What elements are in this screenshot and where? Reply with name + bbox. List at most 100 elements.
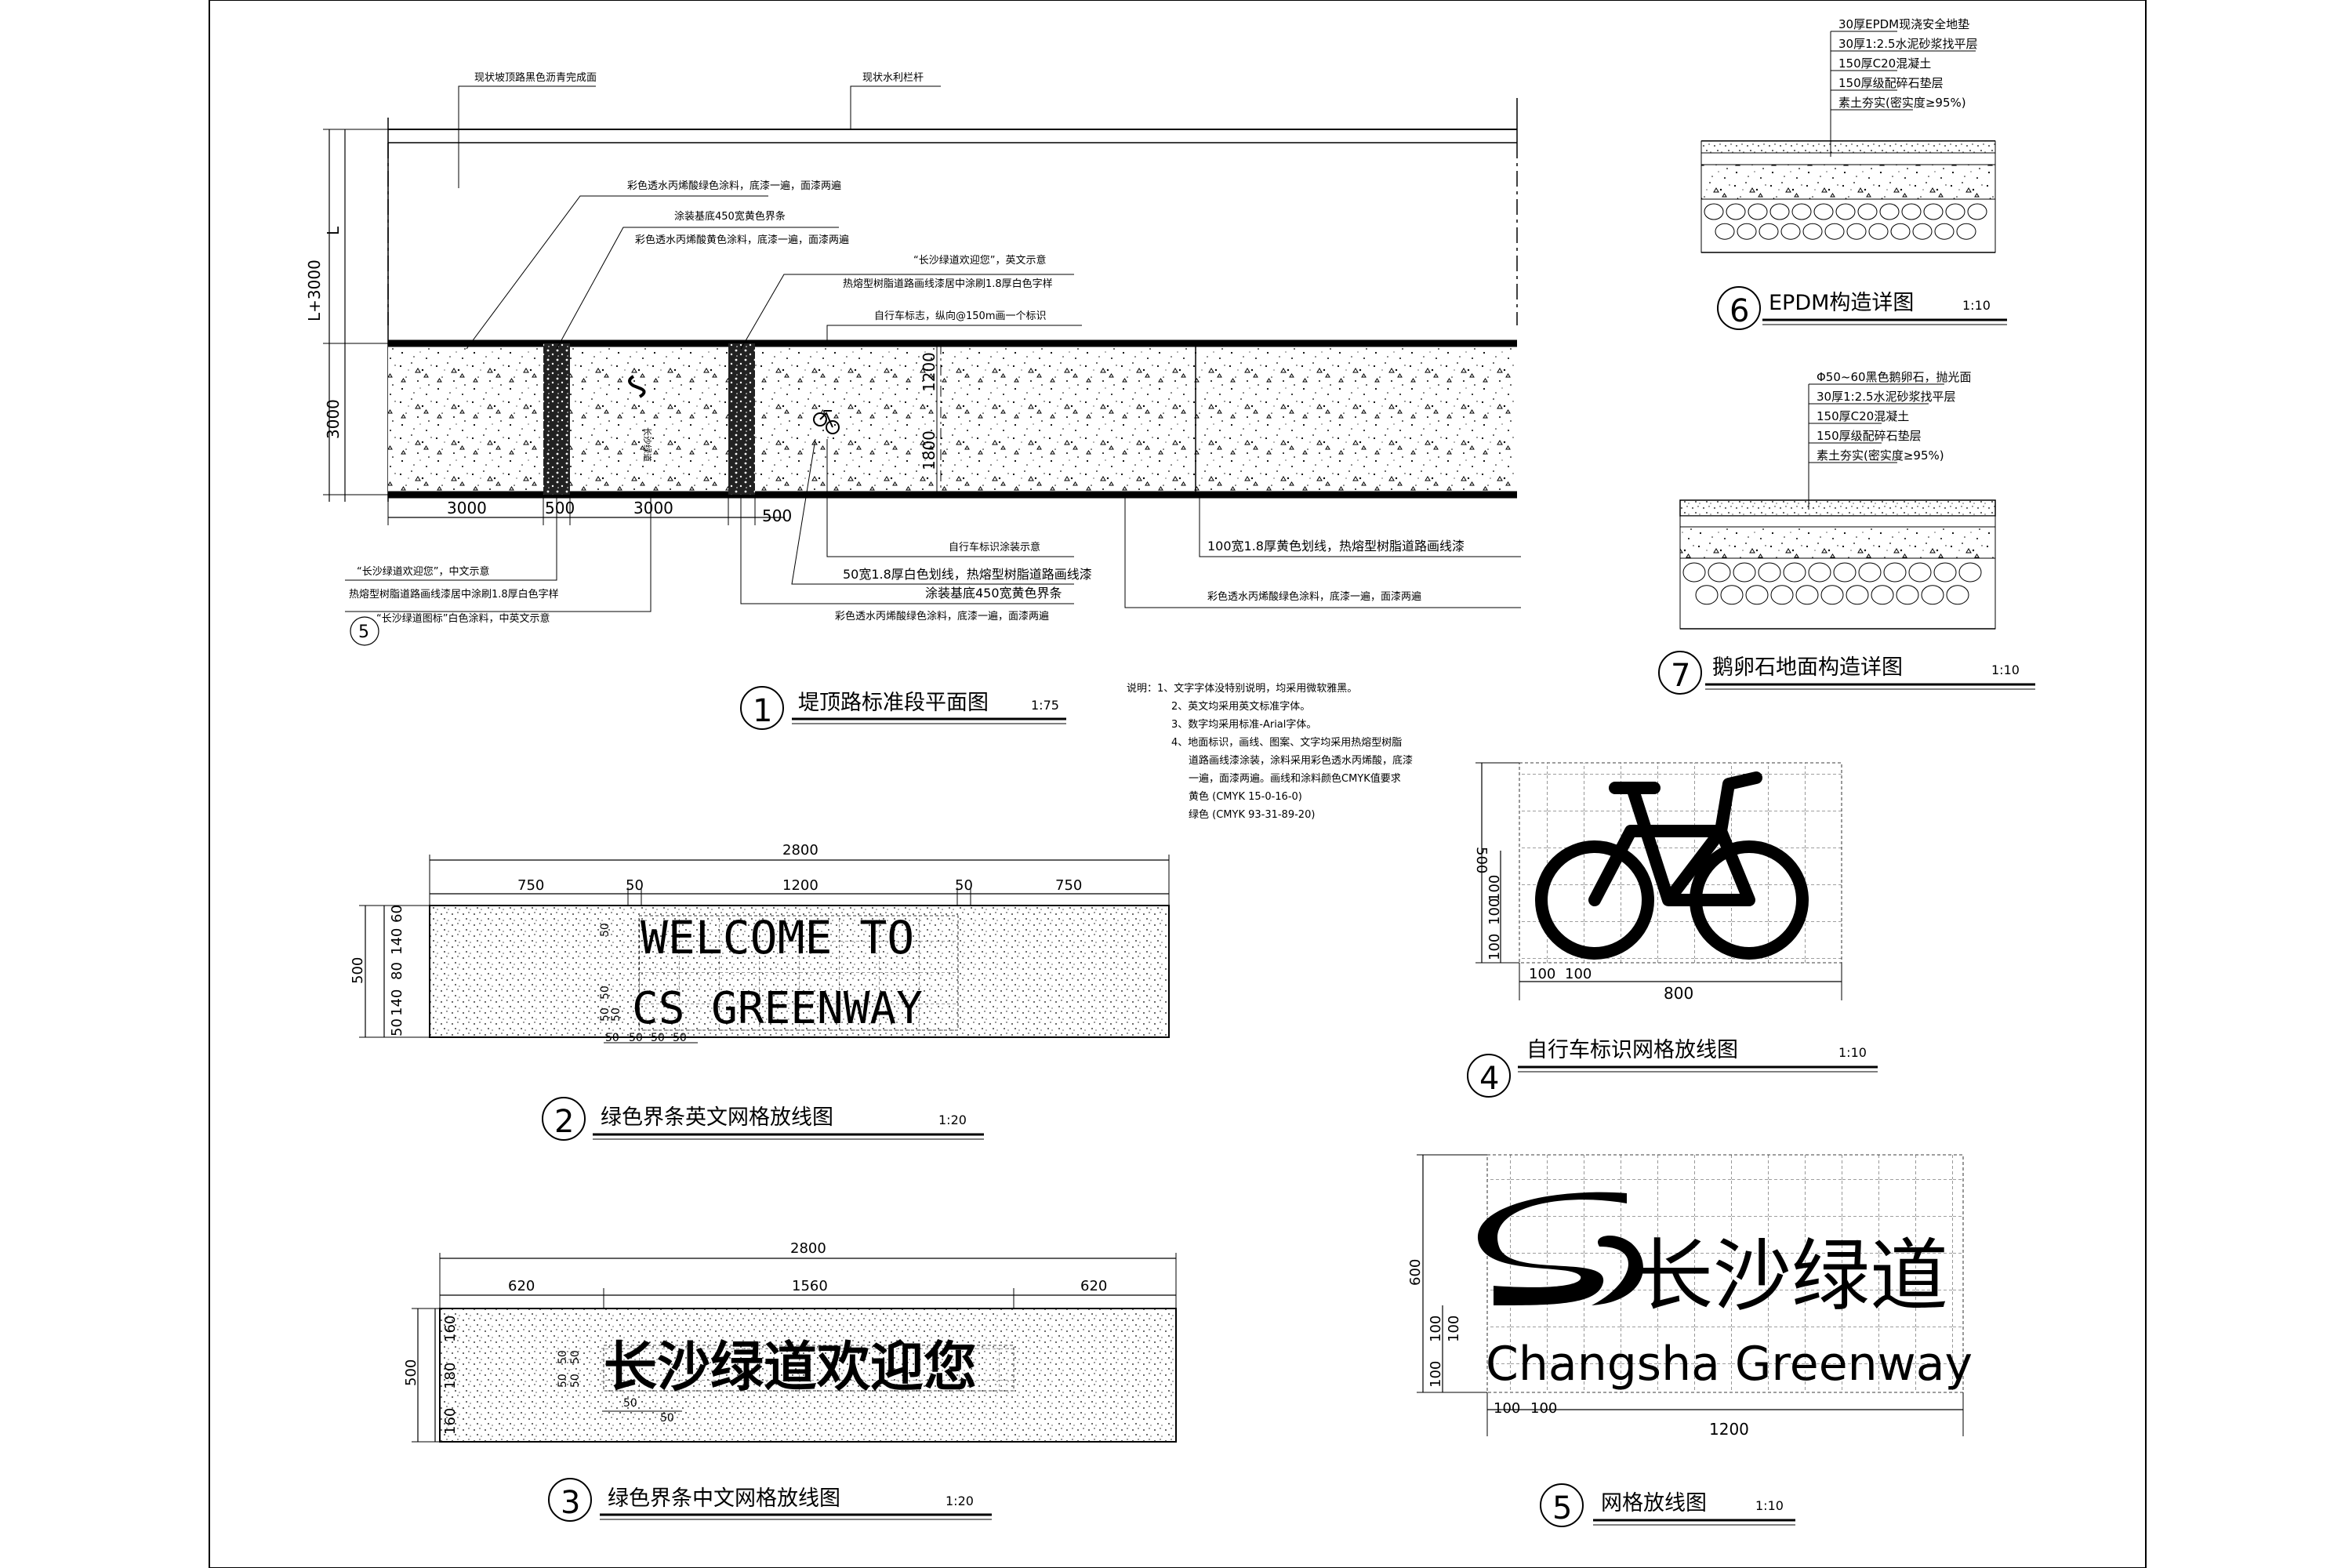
en-dim-left-e: 50 <box>389 1018 405 1036</box>
plan-note-white-line: 50宽1.8厚白色划线，热熔型树脂道路画线漆 <box>843 567 1092 582</box>
note-line-2: 2、英文均采用英文标准字体。 <box>1171 701 1310 713</box>
logo-dim-left-total: 600 <box>1407 1259 1424 1286</box>
general-notes: 说明：1、文字字体没特别说明，均采用微软雅黑。 2、英文均采用英文标准字体。 3… <box>1127 683 1413 821</box>
plan-dim-seg3: 3000 <box>633 499 673 517</box>
note-line-7: 黄色 (CMYK 15-0-16-0) <box>1189 790 1302 803</box>
plan-callout-circle <box>350 616 379 646</box>
plan-note-cn-spec: 热熔型树脂道路画线漆居中涂刷1.8厚白色字样 <box>349 588 559 601</box>
en-dim-left-c: 80 <box>389 962 405 980</box>
plan-dim-seg1: 3000 <box>447 499 487 517</box>
plan-logo-mark: 长沙绿道 <box>628 375 653 462</box>
plan-dim-seg2: 500 <box>545 499 575 517</box>
plan-note-green-coat3: 彩色透水丙烯酸绿色涂料，底漆一遍，面漆两遍 <box>1207 590 1421 603</box>
bike-dim-left-a: 100 <box>1486 875 1503 902</box>
note-line-8: 绿色 (CMYK 93-31-89-20) <box>1189 808 1315 821</box>
epdm-layer-concrete <box>1700 164 1996 200</box>
logo-title-circle <box>1540 1483 1584 1527</box>
en-dim-inner-6: 50 <box>629 1032 643 1044</box>
cn-dim-b: 1560 <box>792 1278 828 1294</box>
plan-path-surface <box>388 343 1517 495</box>
cn-dim-left-total: 500 <box>403 1359 419 1386</box>
cn-strip-view: 长沙绿道欢迎您 2800 620 1560 620 500 160 180 16… <box>403 1240 1177 1522</box>
en-dim-inner-2: 50 <box>599 985 612 1000</box>
en-dim-total: 2800 <box>782 842 818 858</box>
bike-title-circle <box>1467 1054 1511 1098</box>
pebble-layer-concrete <box>1679 526 1996 559</box>
plan-band-2 <box>728 343 755 495</box>
plan-note-yellow-line: 100宽1.8厚黄色划线，热熔型树脂道路画线漆 <box>1207 539 1465 554</box>
plan-note-en-spec: 热熔型树脂道路画线漆居中涂刷1.8厚白色字样 <box>843 278 1053 290</box>
plan-note-yellow-coat: 彩色透水丙烯酸黄色涂料，底漆一遍，面漆两遍 <box>635 234 849 246</box>
note-line-6: 一遍，面漆两遍。画线和涂料颜色CMYK值要求 <box>1189 772 1401 785</box>
plan-note-railing: 现状水利栏杆 <box>862 72 924 84</box>
plan-note-bike-mark: 自行车标志，纵向@150m画一个标识 <box>874 310 1046 322</box>
en-dim-inner-8: 50 <box>673 1032 687 1044</box>
sheet-border <box>209 0 2147 1568</box>
cn-dim-left-b: 180 <box>442 1363 459 1389</box>
cn-dim-inner-6: 50 <box>660 1412 674 1425</box>
plan-note-green-coat2: 彩色透水丙烯酸绿色涂料，底漆一遍，面漆两遍 <box>835 610 1049 622</box>
bike-grid-view: 500 100 100 100 100 100 800 4 自行车标识网格放线图… <box>1467 762 1878 1098</box>
bike-dim-bottom-a: 100 <box>1529 966 1555 982</box>
cn-dim-left-a: 160 <box>442 1316 459 1342</box>
bike-title-scale: 1:10 <box>1838 1045 1867 1060</box>
en-dim-a: 750 <box>517 877 544 894</box>
logo-cn: 长沙绿道 <box>1635 1230 1948 1322</box>
cn-dim-left-c: 160 <box>442 1408 459 1435</box>
bike-icon <box>1535 771 1809 960</box>
pebble-layer-label-4: 150厚级配碎石垫层 <box>1817 429 1922 443</box>
en-strip-grid <box>638 915 959 1031</box>
bike-dim-left-total: 500 <box>1473 847 1490 873</box>
logo-dim-bottom-total: 1200 <box>1709 1420 1749 1439</box>
logo-title-number: 5 <box>1552 1490 1572 1526</box>
epdm-title-circle <box>1717 286 1761 330</box>
cn-dim-inner-2: 50 <box>557 1374 569 1388</box>
epdm-title-scale: 1:10 <box>1962 298 1991 313</box>
epdm-layer-gravel <box>1700 198 1996 253</box>
en-dim-inner-7: 50 <box>651 1032 665 1044</box>
plan-note-paving: 现状坡顶路黑色沥青完成面 <box>474 71 597 84</box>
bike-dim-left-b: 100 <box>1486 898 1503 925</box>
epdm-layer-label-3: 150厚C20混凝土 <box>1838 56 1931 71</box>
cn-dim-a: 620 <box>508 1278 535 1294</box>
plan-note-logo-text: “长沙绿道图标”白色涂料，中英文示意 <box>376 612 550 625</box>
cn-dim-inner-3: 50 <box>569 1350 582 1364</box>
en-dim-b: 50 <box>626 877 644 894</box>
logo-dim-bottom-b: 100 <box>1530 1400 1557 1417</box>
logo-title: 网格放线图 <box>1601 1491 1707 1515</box>
en-dim-inner-1: 50 <box>599 923 612 937</box>
plan-title-number: 1 <box>753 693 772 729</box>
pebble-title-scale: 1:10 <box>1991 662 2020 677</box>
pebble-title-circle <box>1658 651 1702 695</box>
bike-title: 自行车标识网格放线图 <box>1526 1038 1738 1062</box>
epdm-layer-screed <box>1700 152 1996 165</box>
en-title: 绿色界条英文网格放线图 <box>601 1105 833 1130</box>
note-line-3: 3、数字均采用标准-Arial字体。 <box>1171 719 1316 731</box>
cn-strip-grid <box>603 1345 1014 1392</box>
plan-note-cn-text: “长沙绿道欢迎您”，中文示意 <box>357 565 489 578</box>
plan-title: 堤顶路标准段平面图 <box>798 691 989 715</box>
plan-note-bike-coat: 自行车标识涂装示意 <box>949 541 1040 554</box>
logo-dim-left-b: 100 <box>1446 1316 1462 1342</box>
plan-dim-l: L <box>324 226 343 235</box>
pebble-layer-stones <box>1679 499 1996 517</box>
en-dim-e: 750 <box>1055 877 1082 894</box>
en-title-number: 2 <box>554 1104 574 1140</box>
en-dim-inner-5: 50 <box>605 1032 619 1044</box>
pebble-layer-label-3: 150厚C20混凝土 <box>1817 409 1909 423</box>
en-dim-left-total: 500 <box>350 957 366 984</box>
plan-dim-v1: 1200 <box>920 352 938 392</box>
plan-callout-ref: 5 <box>358 622 369 642</box>
epdm-title-number: 6 <box>1730 293 1749 329</box>
en-dim-left-a: 60 <box>389 905 405 923</box>
cn-dim-inner-4: 50 <box>569 1374 582 1388</box>
epdm-layer-label-5: 素土夯实(密实度≥95%) <box>1838 96 1966 110</box>
logo-grid-view: 长沙绿道 Changsha Greenway 600 100 100 100 1… <box>1407 1154 1973 1527</box>
epdm-view: 30厚EPDM现浇安全地垫 30厚1:2.5水泥砂浆找平层 150厚C20混凝土… <box>1700 17 2007 330</box>
bike-title-number: 4 <box>1479 1061 1499 1097</box>
pebble-layer-gravel <box>1679 557 1996 630</box>
plan-dim-l-total: L+3000 <box>305 260 324 321</box>
en-dim-left-b: 140 <box>389 928 405 955</box>
plan-dim-v2: 1800 <box>920 430 938 470</box>
